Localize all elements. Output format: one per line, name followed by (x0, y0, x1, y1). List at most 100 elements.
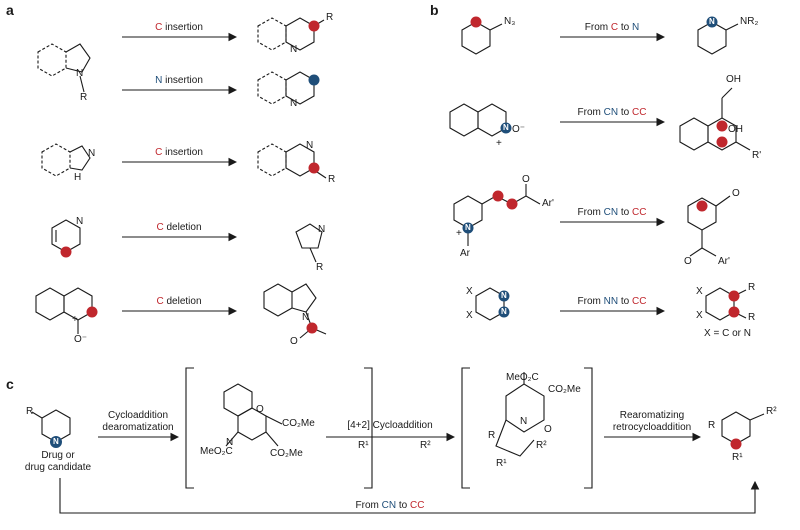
highlight-c-b3b (492, 190, 504, 202)
panel-label-a: a (6, 2, 14, 18)
highlight-c-b2b (716, 136, 728, 148)
structure-c-start (31, 409, 71, 443)
atom-oh-b2p: OH (728, 124, 743, 135)
atom-plus-b2: + (496, 138, 502, 149)
atom-ominus-a5: O⁻ (74, 334, 88, 345)
highlight-c-a1 (308, 20, 320, 32)
atom-plus-b3: + (456, 228, 462, 239)
atom-r-a1: R (80, 92, 88, 103)
label-a3: C insertion (155, 147, 203, 158)
atom-n-int1: N (226, 437, 234, 448)
label-a2: N insertion (155, 75, 203, 86)
highlight-c-c (730, 438, 742, 450)
atom-r2-b4p: R (748, 312, 756, 323)
note-x-equals: X = C or N (704, 328, 751, 339)
atom-x2-b4: X (466, 310, 473, 321)
atom-o-b3: O (522, 174, 530, 185)
highlight-n-b3 (462, 222, 474, 234)
atom-o-b3p: O (732, 188, 740, 199)
atom-n-b2: N (503, 123, 509, 132)
atom-nh-a3: H (74, 172, 82, 183)
atom-r1-product: R¹ (732, 452, 743, 463)
atom-n-a3p: N (306, 140, 314, 151)
structure-b2-product (679, 87, 751, 151)
atom-n-a4: N (76, 216, 84, 227)
atom-r-a4p: R (316, 262, 324, 273)
atom-r-product: R (708, 420, 716, 431)
structure-a1-start (37, 43, 91, 93)
atom-ar-b3: Ar (460, 248, 470, 259)
arrow-c-bottom (59, 478, 760, 514)
atom-n-b1p: N (709, 17, 715, 26)
atom-n-a4p: N (318, 224, 326, 235)
highlight-c-a4 (60, 246, 72, 258)
atom-r1-b2p: R' (752, 150, 762, 161)
bracket-right-2 (584, 367, 593, 489)
atom-n3-b1: N₃ (504, 16, 516, 27)
highlight-n-b2 (500, 122, 512, 134)
atom-plus-a5: + (72, 314, 78, 325)
atom-n-b3: N (465, 223, 471, 232)
structure-b1-product (697, 21, 739, 55)
highlight-atoms (50, 16, 742, 450)
atom-n1-b4: N (501, 291, 507, 300)
atom-r1-alkyne: R¹ (358, 440, 369, 451)
atom-n-int2: N (520, 416, 528, 427)
atom-o-int2: O (544, 424, 552, 435)
atom-co2me-int1a: CO₂Me (282, 418, 315, 429)
highlight-c-b1 (470, 16, 482, 28)
atom-meo2c-int2: MeO₂C (506, 372, 539, 383)
highlight-c-a3 (308, 162, 320, 174)
highlight-c-a5-product (306, 322, 318, 334)
label-b2: From CN to CC (577, 107, 647, 118)
atom-n2-b4: N (501, 307, 507, 316)
bracket-left-2 (461, 367, 470, 489)
structure-a4-start (51, 219, 81, 253)
structure-b4-product (705, 287, 747, 321)
structure-b3-product (687, 195, 731, 257)
highlight-n-b4b (498, 306, 510, 318)
highlight-c-b4b (728, 306, 740, 318)
atom-n-a5p: N (302, 312, 310, 323)
atom-n-a1: N (76, 68, 84, 79)
atom-r-int2: R (488, 430, 496, 441)
atom-n-a1p: N (290, 44, 298, 55)
atom-ar1-b3: Ar' (542, 198, 554, 209)
highlight-c-b2a (716, 120, 728, 132)
structure-b2-start (449, 103, 507, 137)
atom-meo2c-int1: MeO₂C (200, 446, 233, 457)
label-a5: C deletion (156, 296, 202, 307)
atom-r-c-start: R (26, 406, 34, 417)
highlight-n-b4a (498, 290, 510, 302)
structure-a3-start (41, 143, 91, 177)
structure-a2-product (257, 71, 315, 105)
structure-a5-product (263, 283, 327, 339)
structure-c-intermediate-1 (223, 383, 283, 447)
atom-r-a1p: R (326, 12, 334, 23)
atom-ar1-b3p: Ar' (718, 256, 730, 267)
highlight-n-a2 (308, 74, 320, 86)
label-step2: [4+2] Cycloaddition (347, 420, 433, 431)
atom-x2-b4p: X (696, 310, 703, 321)
panel-label-b: b (430, 2, 439, 18)
highlight-c-a5 (86, 306, 98, 318)
highlight-c-b4a (728, 290, 740, 302)
atom-x1-b4p: X (696, 286, 703, 297)
structure-b1-start (461, 21, 503, 55)
atom-r2-product: R² (766, 406, 777, 417)
structure-a5-start (35, 287, 93, 334)
structure-c-product (721, 411, 765, 445)
atom-r1-int2: R¹ (496, 458, 507, 469)
label-b4: From NN to CC (577, 296, 647, 307)
bracket-left-1 (185, 367, 194, 489)
atom-r2-alkyne: R² (420, 440, 431, 451)
atom-x1-b4: X (466, 286, 473, 297)
label-b1: From C to N (584, 22, 640, 33)
atom-o2-b3p: O (684, 256, 692, 267)
atom-co2me-int2: CO₂Me (548, 384, 581, 395)
bracket-right-1 (364, 367, 373, 489)
atom-nr2-b1p: NR₂ (740, 16, 759, 27)
structure-a4-product (295, 223, 323, 263)
